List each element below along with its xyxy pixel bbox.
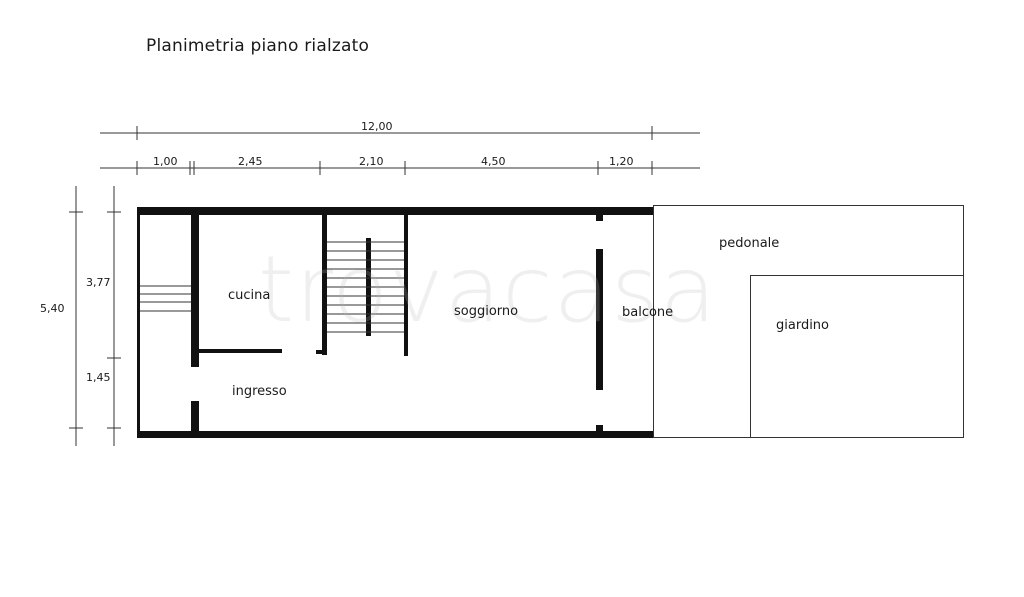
outdoor-areas [653, 205, 964, 438]
plan-title: Planimetria piano rialzato [146, 36, 370, 56]
room-label-giardino: giardino [776, 318, 830, 333]
walls [137, 207, 653, 438]
balcony-wall [596, 249, 603, 390]
kitchen-bottom-wall [199, 349, 282, 353]
room-label-ingresso: ingresso [232, 384, 287, 399]
dim-total-height: 5,40 [40, 302, 65, 315]
dim-segment-4: 4,50 [481, 155, 506, 168]
dim-segment-1: 1,00 [153, 155, 178, 168]
bottom-wall [138, 431, 653, 438]
stair-wall-left-foot [316, 350, 327, 354]
stair-wall-right [404, 215, 408, 356]
room-label-balcone: balcone [622, 305, 674, 320]
staircase [327, 241, 404, 333]
room-label-pedonale: pedonale [719, 236, 780, 251]
exterior-steps [140, 285, 191, 312]
dim-segment-3: 2,10 [359, 155, 384, 168]
horizontal-dimensions [100, 126, 700, 175]
vertical-dimensions [69, 186, 121, 446]
dim-total-width: 12,00 [361, 120, 393, 133]
dim-height-upper: 3,77 [86, 276, 111, 289]
stair-wall-left [322, 215, 327, 355]
kitchen-wall [191, 212, 199, 367]
entrance-wall-stub [191, 401, 199, 435]
dim-segment-5: 1,20 [609, 155, 634, 168]
left-wall [137, 207, 140, 438]
balcony-wall-top-stub [596, 212, 603, 221]
balcony-wall-bottom-stub [596, 425, 603, 433]
dim-segment-2: 2,45 [238, 155, 263, 168]
watermark: trovacasa [258, 236, 718, 343]
giardino-area [750, 275, 964, 438]
room-label-cucina: cucina [228, 288, 271, 303]
room-label-soggiorno: soggiorno [454, 304, 519, 319]
dim-height-lower: 1,45 [86, 371, 111, 384]
top-wall [138, 207, 653, 215]
